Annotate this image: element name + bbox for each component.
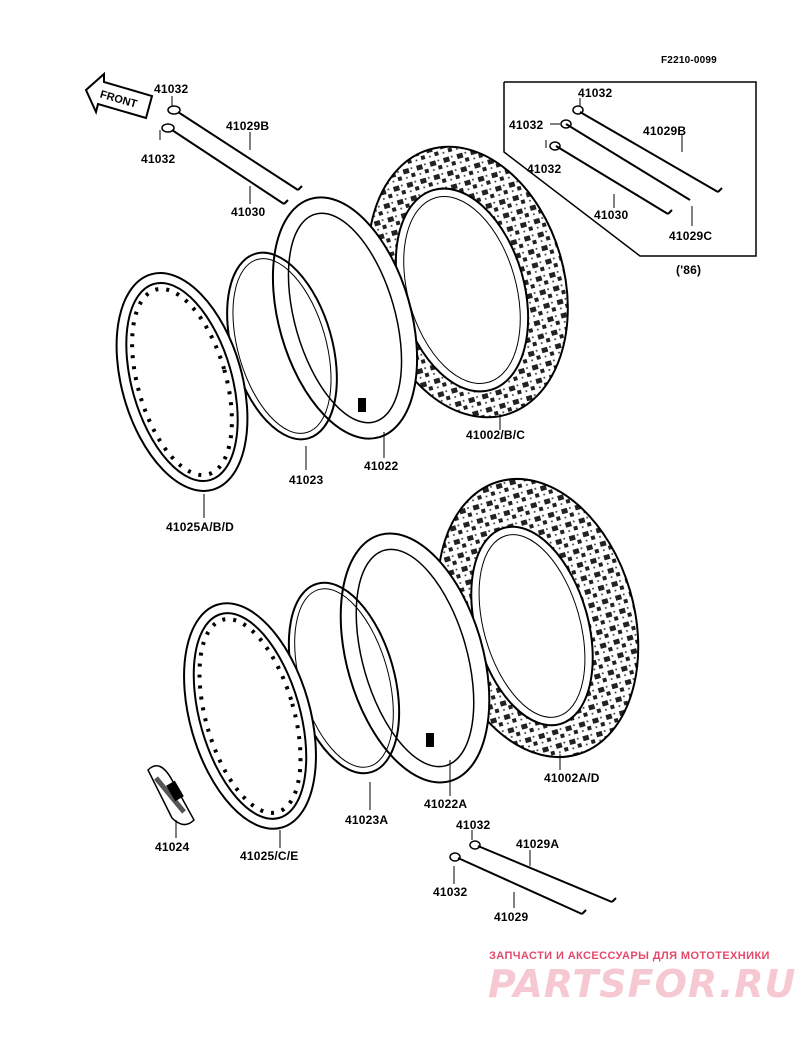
watermark-caption: ЗАПЧАСТИ И АКСЕССУАРЫ ДЛЯ МОТОТЕХНИКИ <box>489 950 770 962</box>
label-tire-rear: 41002A/D <box>544 771 600 785</box>
label-rim-lock: 41024 <box>155 840 190 854</box>
tube-front <box>271 196 419 440</box>
label-spoke-nipple-top-2: 41032 <box>141 152 176 166</box>
label-tube-front: 41022 <box>364 459 399 473</box>
rim-front <box>115 272 249 492</box>
label-inset-spoke-c: 41029C <box>669 229 713 243</box>
spokes-top-left <box>161 105 303 205</box>
leader-lines <box>159 96 693 908</box>
label-spoke-nipple-bottom-1: 41032 <box>456 818 491 832</box>
tire-front <box>367 145 569 419</box>
figure-code: F2210-0099 <box>661 55 717 66</box>
rim-rear <box>183 602 317 830</box>
label-spoke-nipple-top-1: 41032 <box>154 82 189 96</box>
label-inset-spoke-long: 41029B <box>643 124 687 138</box>
label-spoke-long-top: 41029B <box>226 119 270 133</box>
inset-box <box>503 81 757 257</box>
label-inset-nipple-2: 41032 <box>509 118 544 132</box>
label-spoke-long-bottom: 41029A <box>516 837 560 851</box>
label-inset-spoke-short: 41030 <box>594 208 629 222</box>
label-tire-front: 41002/B/C <box>466 428 526 442</box>
label-rim-band-front: 41023 <box>289 473 324 487</box>
label-rim-rear: 41025/C/E <box>240 849 299 863</box>
label-inset-nipple-3: 41032 <box>527 162 562 176</box>
label-spoke-bottom: 41029 <box>494 910 529 924</box>
label-inset-nipple-1: 41032 <box>578 86 613 100</box>
label-spoke-short-top: 41030 <box>231 205 266 219</box>
rim-lock-icon <box>147 765 195 826</box>
watermark-logo: PARTSFOR.RU <box>488 962 797 1006</box>
label-inset-year: ('86) <box>676 263 702 277</box>
front-arrow-icon: FRONT <box>84 71 154 120</box>
label-rim-front: 41025A/B/D <box>166 520 235 534</box>
label-rim-band-rear: 41023A <box>345 813 389 827</box>
spokes-bottom <box>449 840 617 915</box>
label-tube-rear: 41022A <box>424 797 468 811</box>
label-spoke-nipple-bottom-2: 41032 <box>433 885 468 899</box>
